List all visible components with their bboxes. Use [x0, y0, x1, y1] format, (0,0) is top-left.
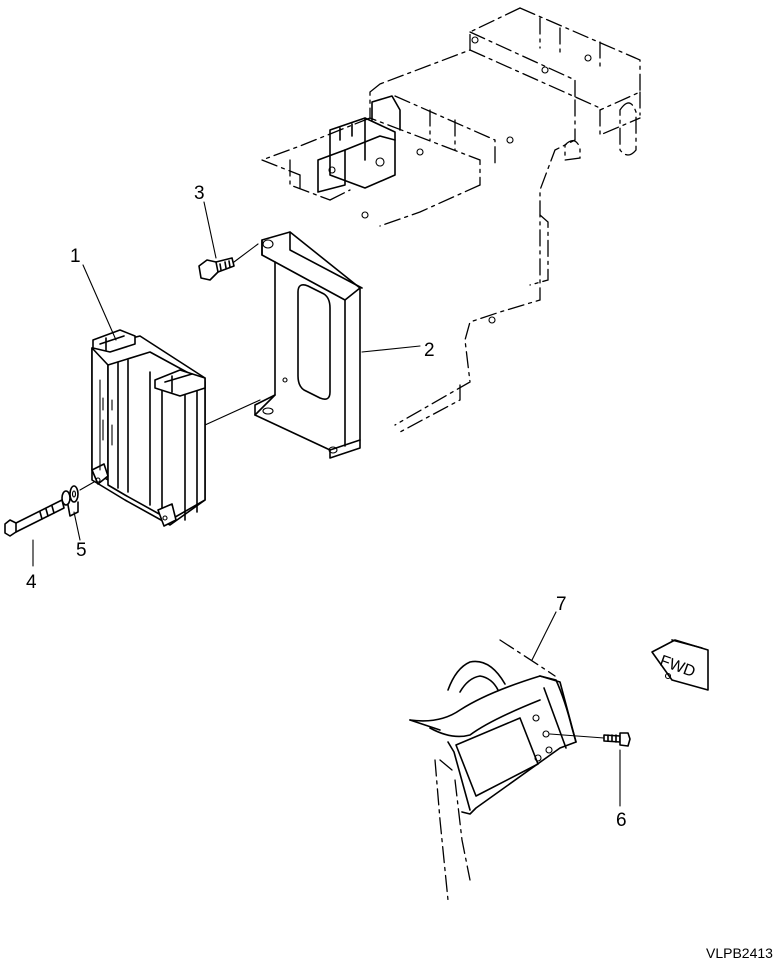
callout-1: 1	[70, 246, 81, 267]
callout-4: 4	[26, 572, 37, 593]
main-frame-outline	[261, 7, 641, 433]
cab-outline	[409, 639, 577, 901]
callout-2: 2	[424, 340, 435, 361]
controller-part-1	[91, 329, 206, 527]
forward-direction-arrow: FWD	[651, 639, 709, 691]
bolt-part-4	[4, 499, 65, 537]
callout-numbers: 1 2 3 4 5 7 6	[26, 183, 627, 831]
frame-holes	[361, 36, 592, 324]
drawing-code: VLPB2413	[706, 945, 773, 961]
callout-3: 3	[194, 183, 205, 204]
bolt-part-3	[198, 243, 259, 281]
screw-part-6	[549, 732, 631, 747]
callout-leaders	[32, 201, 621, 807]
frame-bracket	[317, 95, 401, 193]
callout-6: 6	[616, 810, 627, 831]
callout-5: 5	[76, 540, 87, 561]
callout-7: 7	[556, 594, 567, 615]
mounting-bracket-part-2	[204, 231, 363, 459]
washers-part-5	[61, 481, 95, 517]
